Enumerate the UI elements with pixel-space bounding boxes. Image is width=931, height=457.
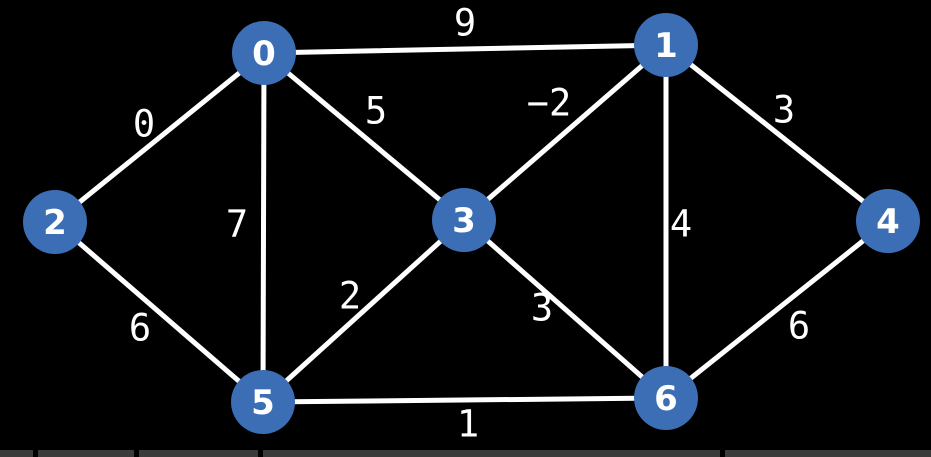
edge-3-6 [461, 217, 669, 401]
edges-layer [52, 42, 891, 405]
edge-0-5 [260, 50, 267, 405]
edge-weight-label-2-5: 6 [129, 307, 151, 350]
edge-5-6 [260, 395, 669, 405]
edge-0-2 [52, 50, 267, 225]
node-label-1: 1 [654, 26, 678, 66]
node-circle-1 [634, 13, 698, 77]
bottom-table-edge [0, 450, 931, 457]
graph-node-0: 0 [232, 21, 296, 85]
edge-1-4 [663, 42, 891, 224]
edge-weight-label-1-3: −2 [527, 82, 572, 125]
edge-weight-label-5-6: 1 [457, 403, 479, 446]
graph-node-6: 6 [634, 366, 698, 430]
edge-weight-label-3-6: 3 [531, 287, 553, 330]
edge-2-5 [52, 219, 266, 405]
node-circle-3 [432, 188, 496, 252]
bottom-bar-divider-0 [33, 450, 38, 457]
nodes-layer: 0 1 2 3 4 5 6 [23, 13, 920, 434]
edge-3-5 [260, 217, 467, 405]
graph-node-4: 4 [856, 189, 920, 253]
edge-1-3 [461, 42, 669, 223]
node-circle-5 [231, 370, 295, 434]
edge-weight-label-0-5: 7 [226, 203, 248, 246]
node-circle-4 [856, 189, 920, 253]
edge-weight-label-3-5: 2 [339, 275, 361, 318]
node-label-5: 5 [251, 383, 275, 423]
node-circle-2 [23, 190, 87, 254]
node-label-3: 3 [452, 201, 476, 241]
graph-node-3: 3 [432, 188, 496, 252]
bottom-bar-divider-1 [134, 450, 139, 457]
node-label-2: 2 [43, 203, 67, 243]
node-circle-0 [232, 21, 296, 85]
edge-weight-label-1-4: 3 [773, 89, 795, 132]
edge-0-1 [261, 42, 669, 56]
edge-labels-layer: 9 0 5 7 −2 3 4 6 2 3 6 1 [129, 2, 810, 446]
edge-weight-label-0-1: 9 [454, 2, 476, 45]
edge-weight-label-4-6: 6 [788, 305, 810, 348]
bottom-bar-divider-3 [720, 450, 725, 457]
edge-weight-label-1-6: 4 [670, 203, 692, 246]
graph-node-5: 5 [231, 370, 295, 434]
bottom-bar-fill [0, 450, 931, 457]
graph-node-2: 2 [23, 190, 87, 254]
edge-weight-label-0-2: 0 [133, 103, 155, 146]
node-label-4: 4 [876, 202, 900, 242]
node-label-0: 0 [252, 34, 276, 74]
bottom-bar-divider-2 [258, 450, 263, 457]
node-circle-6 [634, 366, 698, 430]
edge-weight-label-0-3: 5 [365, 90, 387, 133]
edge-4-6 [663, 218, 891, 401]
graph-node-1: 1 [634, 13, 698, 77]
node-label-6: 6 [654, 379, 678, 419]
edge-0-3 [261, 50, 467, 223]
